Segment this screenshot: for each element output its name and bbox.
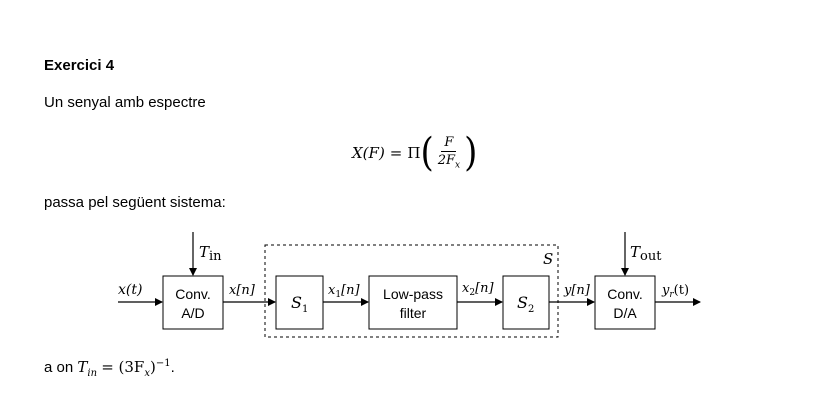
footer-t-base: T [77,358,88,376]
footer-period: . [170,359,175,376]
dashed-system-label: S [543,250,553,268]
low-pass-filter-block [368,275,458,330]
s2-label: S2 [517,293,534,315]
t-out-label: Tout [630,243,662,264]
signal-x1n-label: x1[n] [328,283,361,300]
footer-t-sub: in [87,368,98,379]
system-intro-text: passa pel següent sistema: [44,194,226,211]
fraction-denominator: 2Fx [435,152,463,171]
dashed-system-boundary [264,244,559,338]
signal-x2n-label: x2[n] [462,281,495,298]
lpf-label-line2: filter [400,305,427,321]
spectrum-equation: X(F) = Π ( F 2Fx ) [352,133,477,173]
ad-label-line2: A/D [181,305,204,321]
signal-xn-label: x[n] [229,283,256,298]
exercise-title: Exercici 4 [44,57,115,74]
denominator-sub: x [455,160,461,171]
da-label-line1: Conv. [607,286,643,302]
block-diagram: S x(t) Conv. A/D Tin x[n] S1 x1[n] Low-p… [118,232,701,338]
output-signal-label: yr(t) [661,283,689,300]
da-converter-block [594,275,656,330]
equation-func: Π [407,144,421,162]
equation-fraction: F 2Fx [435,135,463,171]
s1-label: S1 [291,293,308,315]
intro-text: Un senyal amb espectre [44,94,206,111]
equation-equals: = [389,144,403,162]
denominator-base: 2F [437,153,456,169]
footer-prefix: a on [44,359,78,376]
s2-block [502,275,550,330]
s1-block [275,275,324,330]
right-paren: ) [464,130,478,176]
t-in-label: Tin [199,243,222,264]
fraction-numerator: F [441,135,457,153]
footer-text: a on Tin = (3Fx)−1. [44,358,175,379]
equation-lhs: X(F) [352,144,385,162]
footer-rhs: = (3Fx)−1 [101,358,171,379]
left-paren: ( [420,130,434,176]
ad-converter-block [162,275,224,330]
ad-label-line1: Conv. [175,286,211,302]
lpf-label-line1: Low-pass [383,286,443,302]
signal-yn-label: y[n] [563,283,591,298]
da-label-line2: D/A [613,305,637,321]
input-signal-label: x(t) [118,282,142,298]
